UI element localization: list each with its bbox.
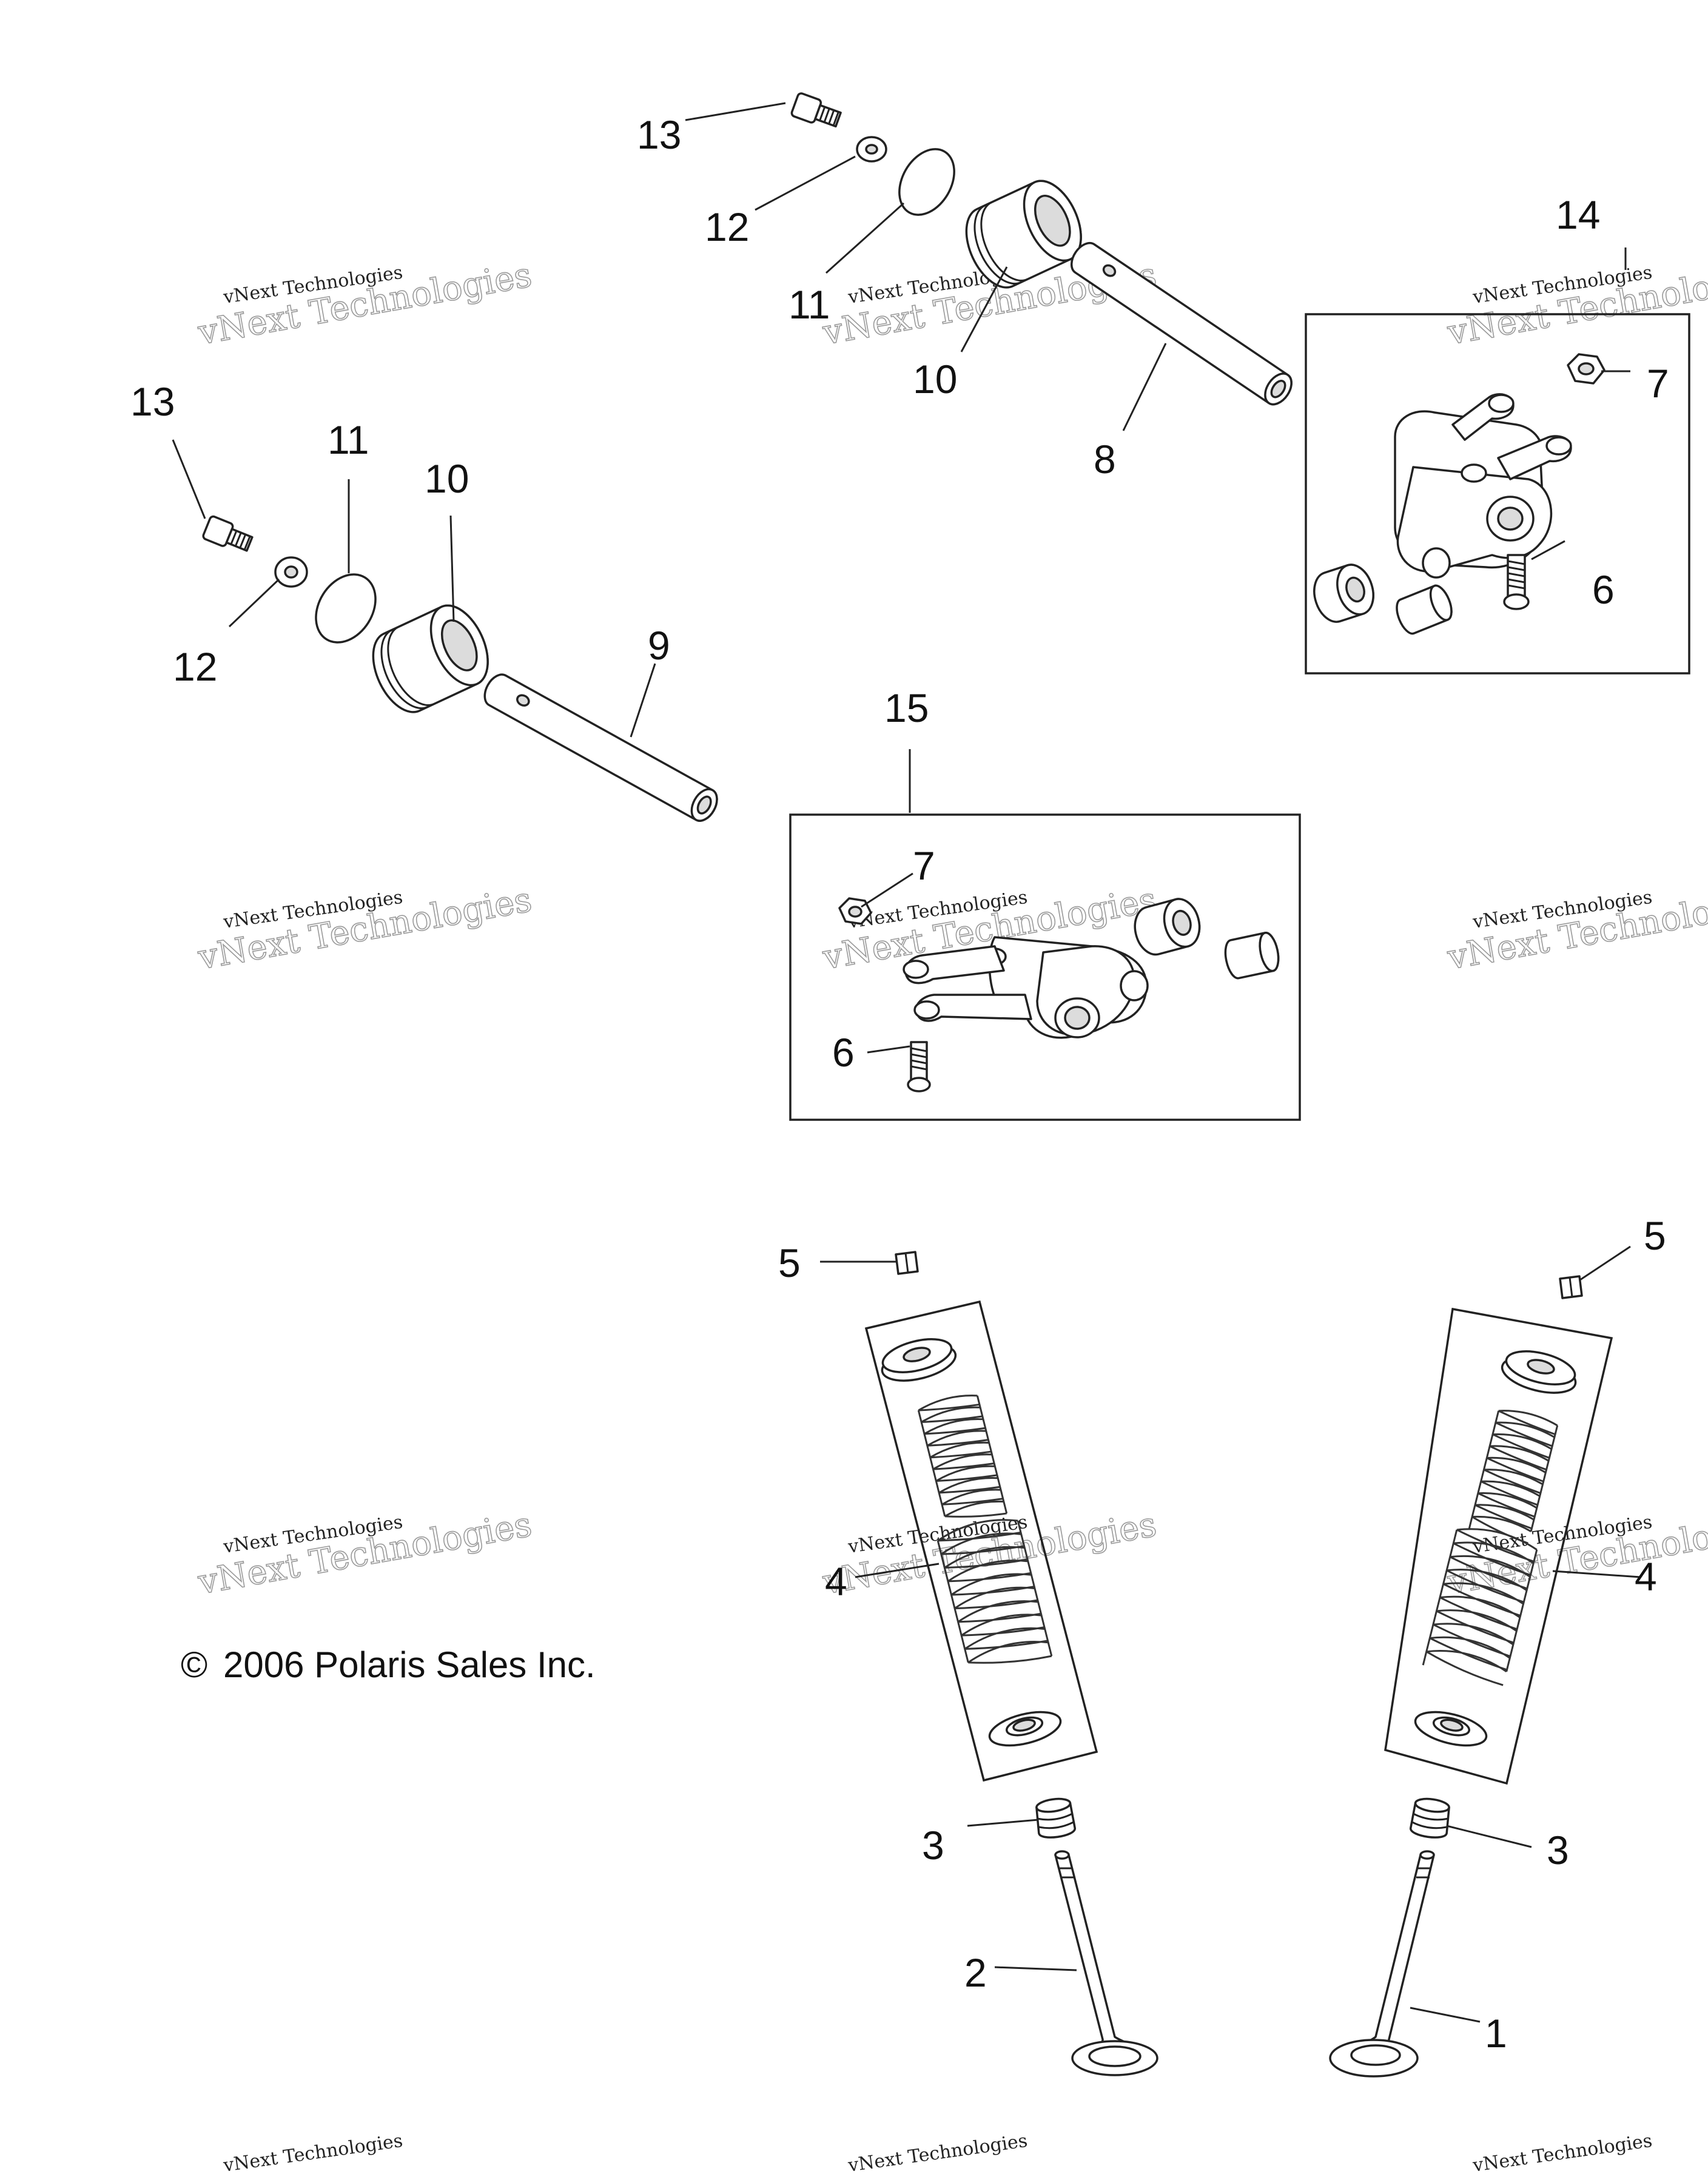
outer-valve-spring-part-4-left xyxy=(936,1519,1053,1664)
watermark: vNext Technologies xyxy=(1471,2130,1653,2174)
watermark-text: vNext Technologies xyxy=(846,2130,1029,2174)
copyright-notice: © 2006 Polaris Sales Inc. xyxy=(181,1644,596,1685)
callout-6-box15: 6 xyxy=(832,1030,855,1075)
inner-valve-spring-part-4-right xyxy=(1468,1410,1559,1544)
leader-lines xyxy=(172,102,1641,2023)
callout-13-top: 13 xyxy=(637,112,681,157)
bushing-part-10-left xyxy=(372,604,489,713)
callout-1: 1 xyxy=(1485,2011,1507,2056)
watermark-text: vNext Technologies xyxy=(1471,2130,1653,2174)
spring-retainer-left xyxy=(881,1338,957,1382)
exhaust-valve-assembly-right xyxy=(1329,1275,1613,2078)
watermark: vNext Technologies vNext Technologies xyxy=(195,880,536,978)
washer-part-12-top xyxy=(856,136,887,163)
copyright-symbol: © xyxy=(181,1644,207,1685)
watermark: vNext Technologies vNext Technologies xyxy=(195,1504,536,1603)
watermark: vNext Technologies vNext Technologies xyxy=(1444,880,1708,978)
spacer-box15 xyxy=(1134,898,1201,956)
o-ring-part-11-top xyxy=(898,148,955,216)
rocker-arm-part-box14 xyxy=(1394,393,1572,579)
callout-2: 2 xyxy=(964,1950,987,1995)
callout-12-left: 12 xyxy=(173,644,217,689)
spring-seat-left xyxy=(988,1711,1062,1747)
callout-7-box14: 7 xyxy=(1647,361,1669,406)
callout-5-left: 5 xyxy=(778,1240,801,1285)
o-ring-part-11-left xyxy=(315,573,377,644)
valve-stem-seal-part-3-left xyxy=(1035,1797,1076,1839)
callout-10-left: 10 xyxy=(425,456,469,501)
valve-stem-seal-part-3-right xyxy=(1410,1797,1450,1839)
intake-valve-part-2 xyxy=(1054,1850,1158,2076)
callout-3-left: 3 xyxy=(922,1823,944,1868)
adjusting-screw-part-6-box15 xyxy=(907,1041,931,1092)
watermark: vNext Technologies xyxy=(221,2130,404,2174)
watermark-text: vNext Technologies xyxy=(221,2130,404,2174)
rocker-arm-assembly-box-14 xyxy=(1305,313,1690,675)
callout-11-top: 11 xyxy=(788,282,830,327)
adjusting-screw-part-6-box14 xyxy=(1503,554,1530,610)
callout-8: 8 xyxy=(1094,437,1116,482)
screw-part-13-top xyxy=(790,92,842,128)
callout-3-right: 3 xyxy=(1547,1828,1569,1873)
rocker-shaft-part-9 xyxy=(483,673,718,822)
callout-4-left: 4 xyxy=(825,1559,847,1604)
callout-12-top: 12 xyxy=(705,204,749,249)
pin-box15 xyxy=(1224,931,1280,980)
callout-15: 15 xyxy=(884,685,929,730)
rocker-arm-part-box15 xyxy=(903,936,1149,1039)
inner-valve-spring-part-4-left xyxy=(917,1395,1008,1518)
spacer-box14 xyxy=(1313,564,1374,623)
valve-keeper-part-5-left xyxy=(895,1251,919,1275)
rocker-shaft-part-8 xyxy=(1070,241,1293,406)
callout-10-top: 10 xyxy=(913,357,957,402)
copyright-text: 2006 Polaris Sales Inc. xyxy=(223,1644,596,1685)
callout-labels: 13 12 11 10 8 14 7 6 13 11 10 12 9 15 7 … xyxy=(130,112,1669,2056)
pin-box14 xyxy=(1396,584,1453,635)
upper-rocker-shaft-group xyxy=(790,92,1293,406)
lower-rocker-shaft-group xyxy=(202,515,718,822)
valve-keeper-part-5-right xyxy=(1559,1275,1583,1299)
exhaust-valve-part-1 xyxy=(1329,1850,1435,2078)
callout-4-right: 4 xyxy=(1635,1554,1657,1599)
watermark: vNext Technologies vNext Technologies xyxy=(1444,255,1708,353)
callout-13-left: 13 xyxy=(130,379,175,424)
watermark: vNext Technologies xyxy=(846,2130,1029,2174)
intake-valve-assembly-left xyxy=(864,1251,1158,2076)
outer-valve-spring-part-4-right xyxy=(1422,1528,1538,1686)
callout-6-box14: 6 xyxy=(1592,567,1615,612)
bushing-part-10-top xyxy=(965,180,1082,289)
nut-part-7-box14 xyxy=(1567,353,1605,385)
callout-5-right: 5 xyxy=(1644,1213,1666,1258)
spring-retainer-right xyxy=(1501,1350,1577,1394)
screw-part-13-left xyxy=(202,515,254,552)
watermark: vNext Technologies vNext Technologies xyxy=(819,1504,1160,1603)
rocker-arm-assembly-box-15 xyxy=(789,813,1301,1121)
callout-11-left: 11 xyxy=(328,417,369,462)
spring-seat-right xyxy=(1414,1711,1488,1747)
watermark: vNext Technologies vNext Technologies xyxy=(195,255,536,353)
callout-14: 14 xyxy=(1556,192,1600,237)
callout-9: 9 xyxy=(648,623,670,668)
callout-7-box15: 7 xyxy=(913,843,935,888)
washer-part-12-left xyxy=(274,556,308,588)
